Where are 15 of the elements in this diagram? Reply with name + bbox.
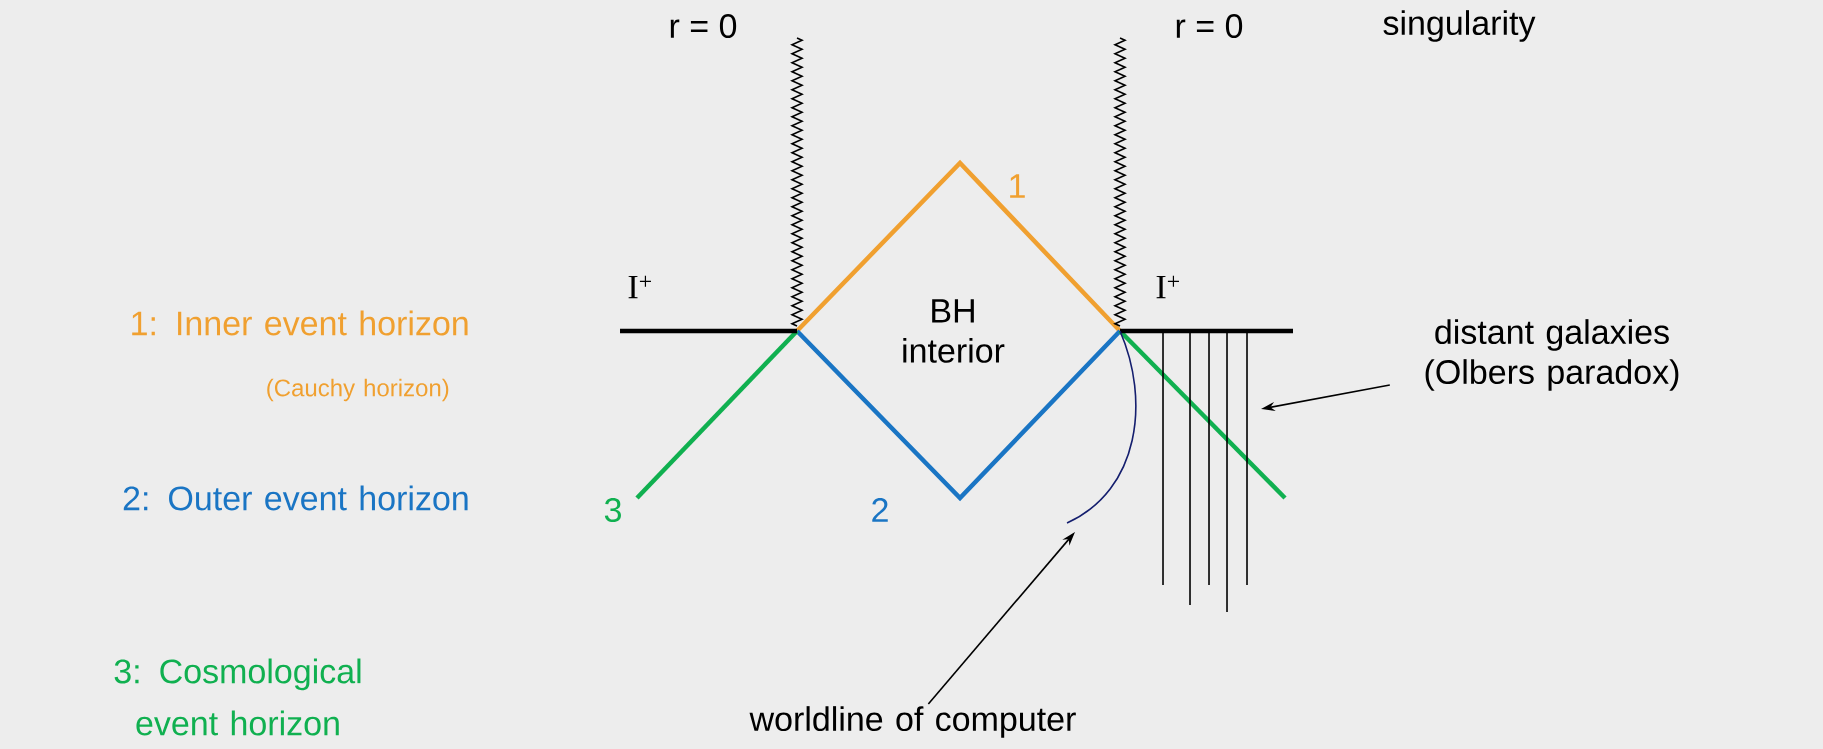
axis-label: r = 0	[1176, 13, 1243, 39]
horizon-number: 3	[604, 497, 621, 523]
text-label: worldline of computer	[749, 706, 1076, 738]
infinity-label: I$^{+}$	[628, 275, 651, 299]
horizon-number: 1	[1010, 174, 1025, 198]
legend-entry: 1: Inner event horizon	[132, 310, 468, 336]
horizon-number: 2	[872, 498, 888, 522]
legend-entry: 3: Cosmological event horizon	[114, 658, 361, 736]
region-label: BH interior	[903, 299, 1005, 363]
legend-entry: 2: Outer event horizon	[123, 485, 468, 511]
text-label: distant galaxies (Olbers paradox)	[1425, 319, 1679, 391]
axis-label: r = 0	[670, 13, 737, 39]
legend-entry: (Cauchy horizon)	[267, 378, 449, 402]
infinity-label: I$^{+}$	[1156, 275, 1179, 299]
region-label: singularity	[1383, 10, 1536, 42]
